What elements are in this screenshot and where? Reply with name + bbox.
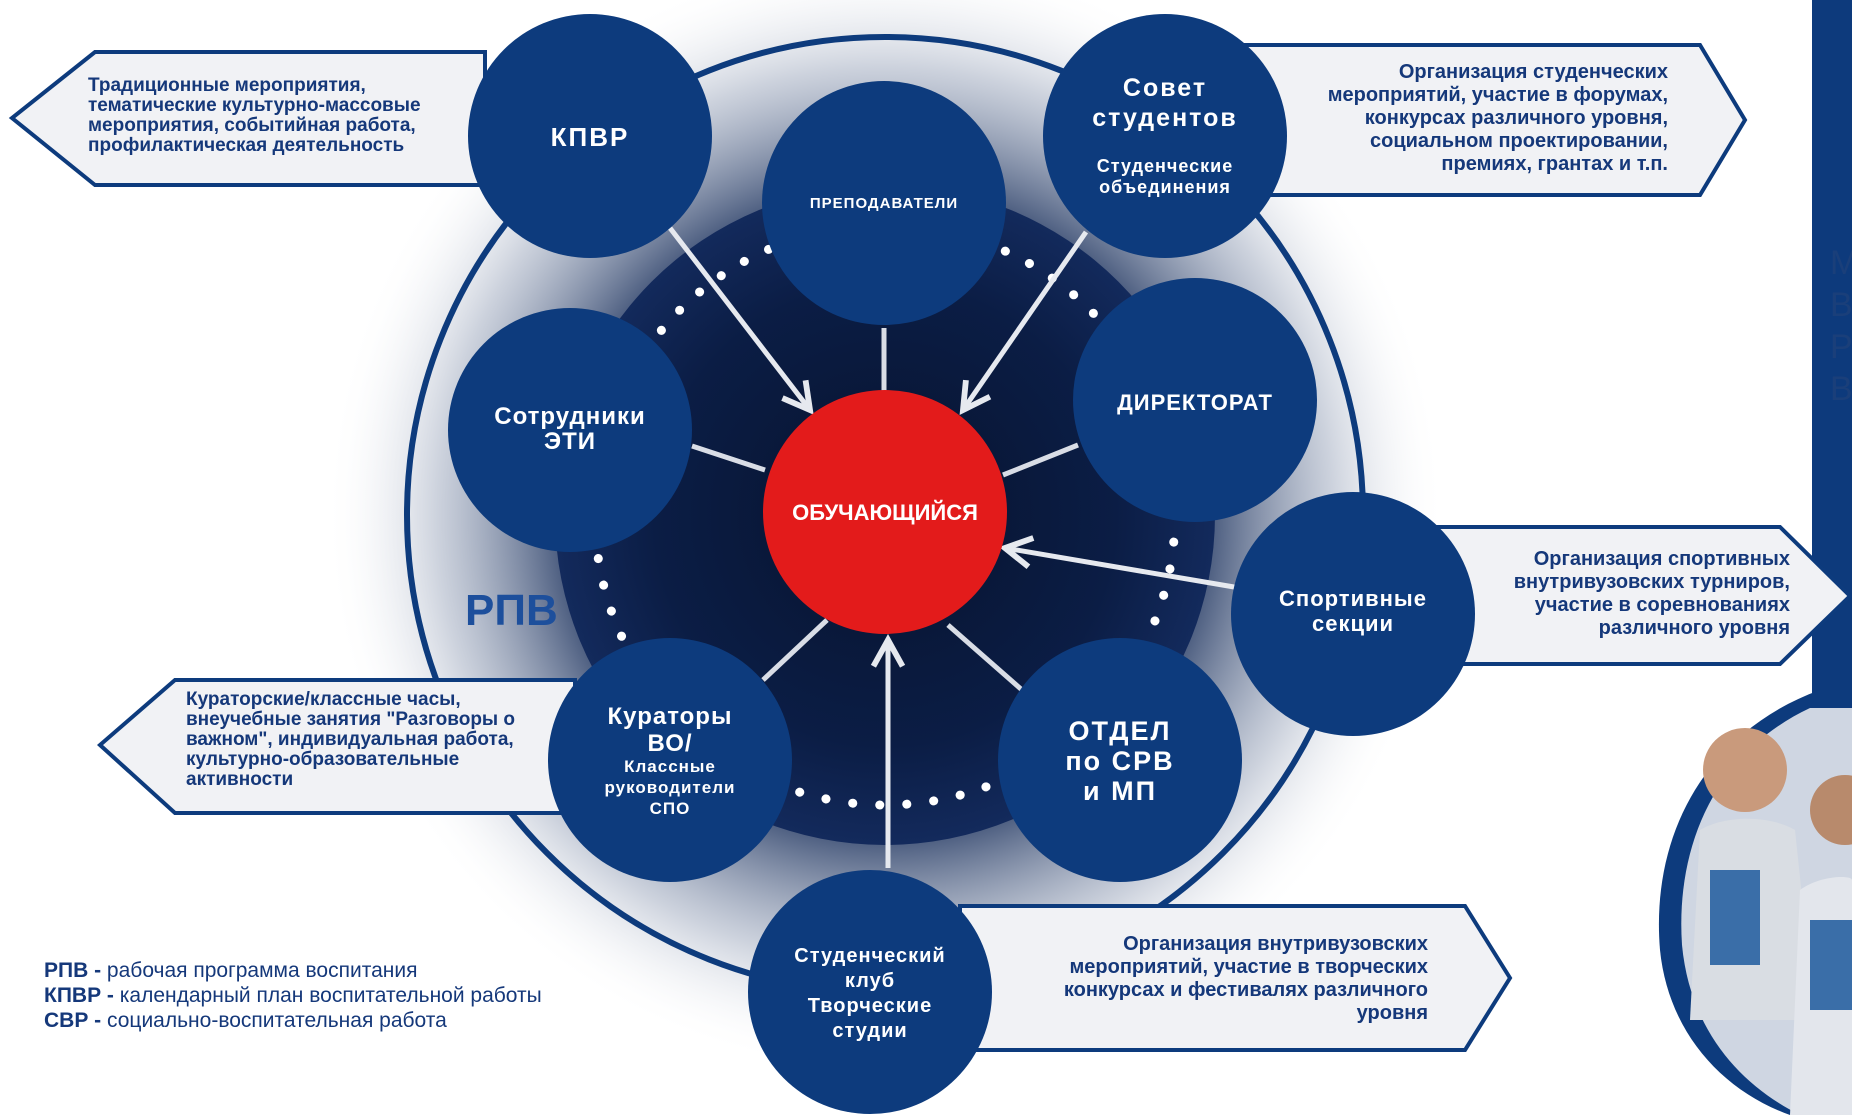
callout-curators: [96, 678, 577, 815]
legend-text: рабочая программа воспитания: [101, 959, 418, 982]
legend: РПВ - рабочая программа воспитания КПВР …: [44, 958, 542, 1033]
node-label: ОТДЕЛ: [1068, 716, 1171, 746]
callout-text: тематические культурно-массовые: [88, 95, 421, 116]
callout-text: Организация студенческих: [1399, 61, 1668, 83]
node-label: КПВР: [551, 122, 630, 152]
callout-text: активности: [186, 769, 293, 790]
callout-text: различного уровня: [1599, 617, 1790, 639]
node-curators: [548, 638, 792, 882]
node-label: ПРЕПОДАВАТЕЛИ: [810, 195, 958, 212]
node-label: студии: [832, 1020, 907, 1042]
arrow-kpvr: [668, 226, 810, 410]
node-club: [748, 870, 992, 1114]
side-letter: В: [1830, 286, 1852, 324]
callout-text: Традиционные мероприятия,: [88, 75, 366, 96]
callout-text: Организация спортивных: [1534, 548, 1790, 570]
node-label: СПО: [650, 799, 691, 818]
callout-text: премиях, грантах и т.п.: [1441, 153, 1668, 175]
node-directorate: [1073, 278, 1317, 522]
students-photo: [1658, 690, 1852, 1115]
center-node: [763, 390, 1007, 634]
connector-directorate: [1002, 442, 1079, 478]
legend-item: РПВ - рабочая программа воспитания: [44, 958, 542, 983]
node-label: Кураторы: [608, 703, 733, 730]
callout-text: социальном проектировании,: [1370, 130, 1668, 152]
node-teachers: [762, 81, 1006, 325]
connector-curators: [761, 618, 829, 682]
side-letter: В: [1830, 370, 1852, 408]
callout-text: конкурсах различного уровня,: [1365, 107, 1668, 129]
connector-dept: [946, 623, 1024, 692]
callout-text: мероприятия, событийная работа,: [88, 115, 416, 136]
node-label: студентов: [1092, 104, 1237, 132]
callout-text: мероприятий, участие в форумах,: [1328, 84, 1668, 106]
legend-item: СВР - социально-воспитательная работа: [44, 1008, 542, 1033]
rpv-label: РПВ: [465, 586, 558, 635]
node-label: руководители: [605, 778, 736, 797]
legend-text: социально-воспитательная работа: [101, 1009, 447, 1032]
callout-text: участие в соревнованиях: [1535, 594, 1790, 616]
node-label: Студенческие: [1097, 156, 1233, 176]
callout-text: уровня: [1357, 1002, 1428, 1024]
side-letter: М: [1830, 244, 1852, 282]
legend-abbr: РПВ -: [44, 959, 102, 982]
legend-item: КПВР - календарный план воспитательной р…: [44, 983, 542, 1008]
callout-text: мероприятий, участие в творческих: [1070, 956, 1429, 978]
node-label: Студенческий: [794, 945, 945, 967]
callout-text: внеучебные занятия "Разговоры о: [186, 709, 515, 730]
node-label: клуб: [845, 970, 895, 992]
node-sports: [1231, 492, 1475, 736]
callout-kpvr: [8, 50, 487, 187]
node-label: Сотрудники: [494, 403, 646, 430]
node-kpvr: [468, 14, 712, 258]
node-label: Совет: [1123, 74, 1207, 102]
side-letter: Р: [1830, 328, 1852, 366]
node-label: и МП: [1083, 776, 1157, 806]
callout-text: профилактическая деятельность: [88, 135, 404, 156]
node-label: Творческие: [808, 995, 932, 1017]
callout-text: внутривузовских турниров,: [1514, 571, 1790, 593]
node-label: ЭТИ: [544, 428, 596, 455]
callout-text: Организация внутривузовских: [1123, 933, 1428, 955]
node-label: ДИРЕКТОРАТ: [1117, 390, 1273, 415]
side-cropped-text: М В Р В: [1830, 242, 1852, 410]
legend-text: календарный план воспитательной работы: [113, 984, 542, 1007]
center-label: ОБУЧАЮЩИЙСЯ: [792, 500, 978, 525]
node-label: секции: [1312, 611, 1394, 636]
node-label: ВО/: [647, 730, 692, 757]
node-label: по СРВ: [1065, 746, 1174, 776]
callout-text: Кураторские/классные часы,: [186, 689, 461, 710]
node-eti-staff: [448, 308, 692, 552]
node-dept: [998, 638, 1242, 882]
connector-eti: [691, 443, 766, 473]
callout-text: конкурсах и фестивалях различного: [1064, 979, 1428, 1001]
arrow-sports: [1005, 548, 1241, 591]
callout-text: культурно-образовательные: [186, 749, 459, 770]
node-label: Спортивные: [1279, 586, 1427, 611]
arrow-council: [963, 230, 1089, 410]
node-label: объединения: [1099, 177, 1231, 197]
callout-club: [958, 904, 1513, 1052]
node-label: Классные: [624, 757, 716, 776]
callout-text: важном", индивидуальная работа,: [186, 729, 514, 750]
node-council: [1043, 14, 1287, 258]
legend-abbr: СВР -: [44, 1009, 102, 1032]
legend-abbr: КПВР -: [44, 984, 114, 1007]
